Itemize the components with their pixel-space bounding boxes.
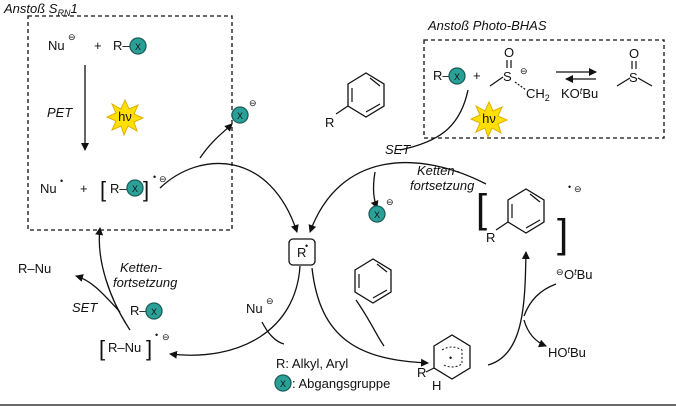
hv-label: hν: [118, 109, 132, 124]
bhas-substrate-r: R–: [433, 68, 450, 83]
radical-anion-dot: •: [153, 172, 156, 182]
central-radical-dot: •: [305, 241, 308, 251]
bracket-right: ]: [143, 177, 149, 202]
left-substrate-r: R–: [130, 303, 147, 318]
bottom-nu-charge: ⊖: [266, 296, 274, 306]
set-left-arrow: [75, 274, 121, 313]
cyclohexadienyl-h: H: [432, 378, 441, 393]
central-radical-r: R: [297, 245, 306, 260]
rn-bracket-left: [: [99, 336, 105, 361]
nucleophile-charge: ⊖: [68, 32, 76, 42]
alcohol-out-arrow: [523, 319, 547, 348]
legend-x-text: X: [280, 379, 286, 389]
nu-join-curve: [261, 321, 285, 345]
aryl-radical-anion: [ R ] • ⊖: [476, 182, 582, 256]
photo-bhas-initiation-box: Anstoß Photo-BHAS R– X + S O CH2 ⊖ KOtBu…: [399, 18, 665, 151]
bhas-hv-label: hν: [482, 111, 496, 126]
plus-sign: +: [94, 38, 102, 53]
bhas-plus: +: [473, 68, 481, 83]
dmso-anion-ch2: CH2: [526, 86, 550, 103]
srn1-initiation-box: Anstoß SRN1 Nu ⊖ + R– X PET hν Nu • + [ …: [3, 1, 233, 231]
rn-bracket-right: ]: [146, 336, 152, 361]
nu-radical-dot: •: [60, 176, 63, 186]
leaving-group-x-text: X: [135, 42, 141, 52]
bracket-left: [: [100, 177, 106, 202]
cyclohexadienyl-r: R: [417, 365, 426, 380]
dmso-anion-s: S: [503, 69, 512, 84]
cyclohexadienyl-radical: • R H: [417, 334, 471, 393]
nucleophile-label: Nu: [48, 38, 65, 53]
ketten-top-1: Ketten-: [417, 163, 460, 178]
set-left-label: SET: [72, 300, 98, 315]
ketten-left-2: fortsetzung: [113, 275, 178, 290]
ra-bracket-left: [: [476, 187, 487, 231]
dmso-o: O: [629, 46, 639, 61]
base-in-curve: [523, 283, 557, 317]
released-x-text: X: [237, 111, 243, 121]
left-cycle-arrow: [159, 162, 299, 233]
aryl-product-structure: R: [325, 72, 385, 130]
ra-bracket-right: ]: [557, 212, 568, 256]
ra-dot: •: [568, 182, 571, 192]
deprotonation-arrow: [487, 251, 530, 366]
tbuoh-label: HOtBu: [548, 345, 586, 360]
bhas-initiation-curve: [399, 89, 469, 151]
x-release-arrow-right: [370, 171, 379, 209]
rn-charge: ⊖: [162, 332, 170, 342]
addition-arrow: [311, 267, 429, 367]
ketten-top-2: fortsetzung: [410, 178, 475, 193]
ra-charge: ⊖: [574, 184, 582, 194]
ra-r-label: R: [486, 230, 495, 245]
chain-x-text: X: [374, 210, 380, 220]
dmso-anion-charge: ⊖: [520, 66, 528, 76]
radical-anion-r: R–: [110, 181, 127, 196]
tbuo-charge: ⊖: [556, 267, 564, 277]
cyclohexadienyl-dot: •: [449, 353, 452, 363]
chain-up-arrow: [95, 227, 131, 331]
plus-sign-2: +: [80, 181, 88, 196]
aryl-r-label: R: [325, 115, 334, 130]
photo-bhas-box-title: Anstoß Photo-BHAS: [427, 18, 547, 33]
left-substrate-x-text: X: [151, 307, 157, 317]
legend-x: : Abgangsgruppe: [292, 376, 390, 391]
radical-anion-charge: ⊖: [159, 174, 167, 184]
dmso-s: S: [629, 70, 638, 85]
dmso-bond-right: [637, 77, 653, 87]
product-r-nu: R–Nu: [18, 261, 51, 276]
set-top-label: SET: [385, 142, 411, 157]
dmso-anion-methyl-bond: [489, 76, 504, 87]
ketten-left-1: Ketten-: [120, 260, 163, 275]
released-x-charge: ⊖: [249, 98, 257, 108]
rn-dot: •: [155, 330, 158, 340]
legend-r: R: Alkyl, Aryl: [276, 356, 348, 371]
bhas-x-text: X: [454, 72, 460, 82]
dmso-anion-o: O: [504, 45, 514, 60]
pet-label: PET: [47, 105, 73, 120]
ko-tbu-label: KOtBu: [561, 86, 598, 101]
nu-radical-label: Nu: [40, 181, 57, 196]
substrate-r: R–: [113, 38, 130, 53]
dmso-bond-left: [616, 77, 631, 87]
benzene-reagent: [354, 258, 392, 304]
coupling-arrow: [169, 265, 301, 359]
srn1-box-title: Anstoß SRN1: [3, 1, 78, 18]
tbuo-label: OtBu: [564, 267, 593, 282]
central-radical: R •: [288, 238, 316, 266]
x-release-arrow: [199, 123, 233, 159]
rn-label: R–Nu: [108, 340, 141, 355]
bottom-nu-label: Nu: [246, 301, 263, 316]
right-cycle-arrow: [308, 161, 487, 233]
chain-x-charge: ⊖: [386, 197, 394, 207]
benzene-join-curve: [355, 299, 385, 347]
radical-anion-x-text: X: [132, 184, 138, 194]
